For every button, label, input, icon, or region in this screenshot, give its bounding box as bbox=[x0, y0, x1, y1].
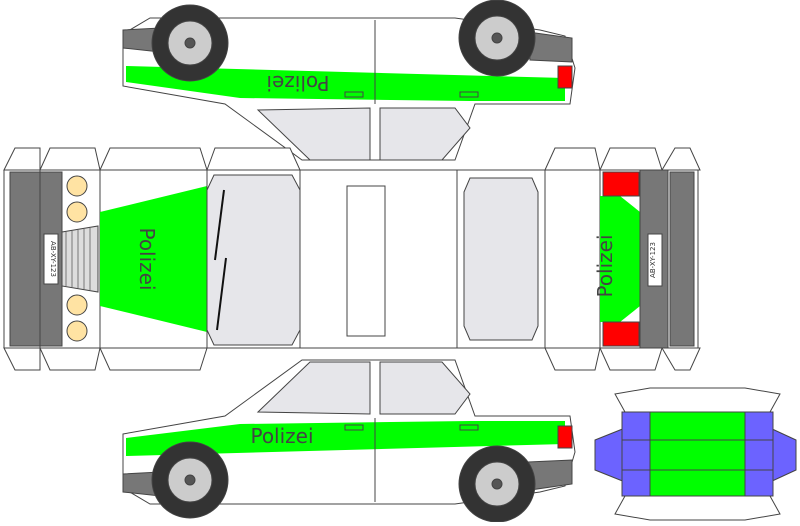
license-plate-rear-text: AB-XY-123 bbox=[649, 242, 657, 278]
wheel-icon bbox=[151, 441, 229, 519]
hood-stripe bbox=[100, 186, 207, 332]
wiper-icon bbox=[214, 189, 225, 261]
wheel-icon bbox=[151, 4, 229, 82]
windshield-glass bbox=[206, 174, 301, 346]
wheel-icon bbox=[458, 0, 536, 77]
car-side-top-label: Polizei bbox=[266, 71, 329, 95]
license-plate-front-text: AB-XY-123 bbox=[49, 241, 57, 277]
car-side-top-stripe bbox=[126, 66, 565, 101]
car-side-bottom-window-rear bbox=[256, 361, 371, 415]
rear-panel-label: Polizei bbox=[593, 234, 617, 297]
wiper-icon bbox=[216, 257, 227, 331]
headlight-icon bbox=[66, 201, 88, 223]
rear-window-glass bbox=[463, 177, 539, 341]
base-piece bbox=[594, 387, 797, 521]
headlight-icon bbox=[66, 175, 88, 197]
car-side-bottom-stripe bbox=[126, 421, 565, 456]
car-center-strip: AB-XY-123 Polizei Polizei AB-XY-123 bbox=[3, 147, 701, 371]
car-side-bottom-window-front bbox=[379, 361, 471, 415]
taillight-icon bbox=[602, 321, 640, 347]
roof-panel-label: Polizei bbox=[135, 227, 159, 290]
base-center bbox=[649, 411, 746, 497]
wheel-icon bbox=[458, 445, 536, 523]
license-plate-front bbox=[43, 233, 59, 285]
car-side-top-light bbox=[557, 65, 573, 89]
headlight-icon bbox=[66, 320, 88, 342]
trunk-panel bbox=[544, 169, 601, 349]
headlight-icon bbox=[66, 294, 88, 316]
taillight-icon bbox=[602, 171, 640, 197]
license-plate-rear bbox=[647, 233, 663, 287]
car-side-top-window-rear bbox=[256, 107, 371, 161]
car-side-top: Polizei bbox=[122, 0, 576, 161]
grille-icon bbox=[61, 225, 99, 293]
car-side-bottom-label: Polizei bbox=[250, 424, 313, 448]
roof-light bbox=[346, 185, 386, 337]
car-side-bottom: Polizei bbox=[122, 359, 576, 523]
car-side-top-window-front bbox=[379, 107, 471, 161]
